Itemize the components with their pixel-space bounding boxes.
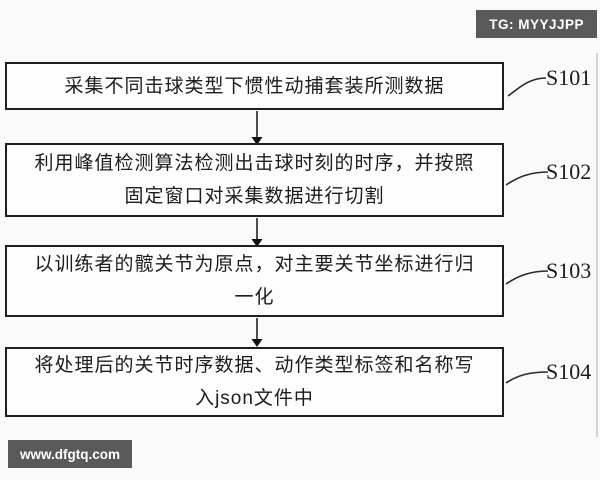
flow-arrow-2	[251, 218, 263, 247]
step-label-s104: S104	[546, 359, 592, 384]
flow-step-text: 以训练者的髋关节为原点，对主要关节坐标进行归	[34, 254, 475, 275]
flow-step-box-s101: 采集不同击球类型下惯性动捕套装所测数据	[5, 62, 504, 110]
flow-step-text: 利用峰值检测算法检测出击球时刻的时序，并按照	[34, 153, 475, 174]
flow-step-text: 入json文件中	[195, 388, 314, 409]
flow-step-box-s103: 以训练者的髋关节为原点，对主要关节坐标进行归 一化	[5, 245, 504, 317]
step-label-s102: S102	[546, 159, 592, 184]
leader-line-s102	[505, 171, 549, 186]
flow-step-box-s104: 将处理后的关节时序数据、动作类型标签和名称写 入json文件中	[5, 347, 504, 417]
leader-line-s104	[505, 371, 549, 384]
watermark: www.dfgtq.com	[8, 440, 132, 468]
flow-arrow-3	[251, 318, 263, 347]
leader-line-s103	[505, 270, 549, 285]
flow-step-box-s102: 利用峰值检测算法检测出击球时刻的时序，并按照 固定窗口对采集数据进行切割	[5, 143, 504, 217]
step-label-s103: S103	[546, 258, 592, 283]
flow-step-text: 采集不同击球类型下惯性动捕套装所测数据	[64, 75, 445, 97]
flow-step-text: 将处理后的关节时序数据、动作类型标签和名称写	[34, 355, 475, 376]
step-label-s101: S101	[546, 65, 592, 90]
leader-line-s101	[507, 77, 547, 97]
flow-step-text: 一化	[234, 287, 275, 308]
flow-step-text: 固定窗口对采集数据进行切割	[124, 186, 385, 207]
flow-arrow-1	[251, 111, 263, 145]
tg-badge: TG: MYYJJPP	[476, 10, 597, 38]
